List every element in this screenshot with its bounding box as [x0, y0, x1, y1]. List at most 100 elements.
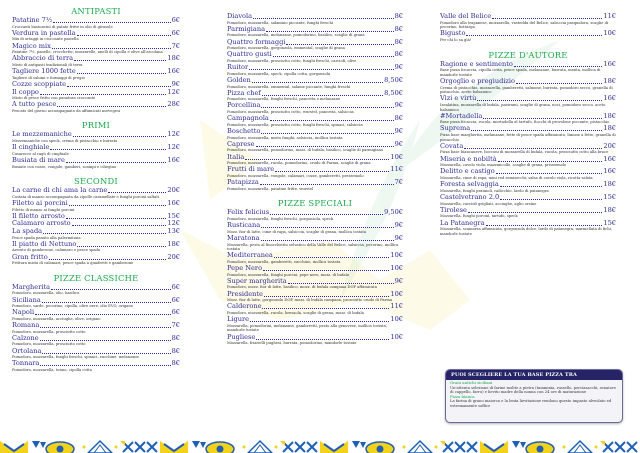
menu-item-description: Pomodoro, mozzarella, gorgonzola, emment… [227, 46, 345, 51]
dot-leader [495, 173, 603, 175]
menu-item-description: Pescato del giorno accompagnato da affum… [12, 108, 121, 113]
menu-item-name: #Mortadella [440, 111, 483, 120]
menu-item-name: Pizza chef [227, 88, 261, 97]
menu-item-price: 9€ [394, 233, 403, 242]
menu-item-price: 8,50€ [384, 88, 403, 97]
dot-leader [43, 232, 167, 234]
menu-item-price: 18€ [603, 76, 616, 85]
tile-motif [0, 441, 40, 453]
menu-item-price: 15€ [167, 211, 180, 220]
tile-motif [120, 441, 158, 453]
base-option-desc: Un'attenta selezione di farine molite a … [450, 385, 616, 395]
menu-item-description: Pomodoro, sarde, pecorino, cipolla, oliv… [12, 304, 133, 309]
menu-item-price: 12€ [167, 143, 180, 152]
dot-leader [50, 149, 167, 151]
menu-item-name: Parmigiana [227, 24, 266, 33]
menu-item-price: 9€ [394, 101, 403, 110]
tile-motif [440, 441, 478, 453]
menu-item-description: Mozzarella, scamorza affumicata, gorgonz… [440, 227, 612, 236]
base-option-name: Pizza bianca [450, 393, 475, 399]
dot-leader [263, 295, 390, 297]
menu-item-name: Covata [440, 141, 464, 150]
menu-item-name: Porcellina [227, 101, 261, 110]
menu-item-name: Presidente [227, 289, 263, 298]
menu-item-price: 15€ [603, 218, 616, 227]
menu-item-price: 9€ [394, 63, 403, 72]
menu-item-name: Tagliere 1000 fette [12, 67, 76, 76]
dot-leader [273, 257, 390, 259]
menu-item-name: Maratona [227, 233, 260, 242]
majolica-tile-border [0, 438, 640, 453]
menu-item-description: Mozzarella, carciofi grigliati, acciughe… [440, 201, 537, 206]
menu-item-price: 16€ [167, 199, 180, 207]
tile-motif [562, 439, 598, 453]
menu-item-name: Siciliana [12, 295, 41, 304]
dot-leader [259, 184, 394, 186]
menu-item-name: Romana [12, 321, 40, 330]
menu-item-price: 9€ [394, 127, 403, 136]
menu-item-description: Pomodoro, mozzarella, speck, cipolla cot… [227, 71, 331, 76]
menu-item-name: Ligure [227, 315, 250, 324]
menu-item-description: Pomodoro, mozzarella, vongole, calamari,… [227, 173, 364, 178]
dot-leader [51, 288, 171, 290]
dot-leader [77, 245, 167, 247]
dot-leader [51, 47, 171, 49]
menu-item-description: Mozz. fior di latte, gorgonzola DOP, moz… [227, 298, 393, 303]
dot-leader [464, 147, 603, 149]
menu-item-description: Mezzemaniche con speck, crema di pistacc… [12, 139, 118, 144]
dot-leader [272, 56, 394, 58]
menu-item-price: 6€ [171, 295, 180, 304]
tile-pattern [0, 439, 638, 453]
dot-leader [65, 217, 167, 219]
menu-item-price: 10€ [603, 29, 616, 38]
menu-item-price: 10€ [390, 332, 403, 341]
section-title: SECONDI [74, 176, 118, 187]
menu-item-price: 18€ [167, 54, 180, 63]
menu-item-price: 18€ [603, 180, 616, 189]
menu-item-name: Caprese [227, 139, 255, 148]
dot-leader [261, 94, 384, 96]
dot-leader [253, 18, 394, 19]
base-option-desc: La farina di grano maiorca e la lenta li… [450, 399, 612, 408]
menu-item-description: Mozzarella, funghi prataioli, radicchio,… [440, 188, 549, 193]
dot-leader [250, 321, 390, 323]
menu-item-name: Patapizza [227, 178, 259, 187]
menu-item-row: Siciliana 6€ [12, 295, 180, 305]
dot-leader [48, 258, 167, 260]
menu-item-name: Vizi e virtù [440, 94, 477, 103]
